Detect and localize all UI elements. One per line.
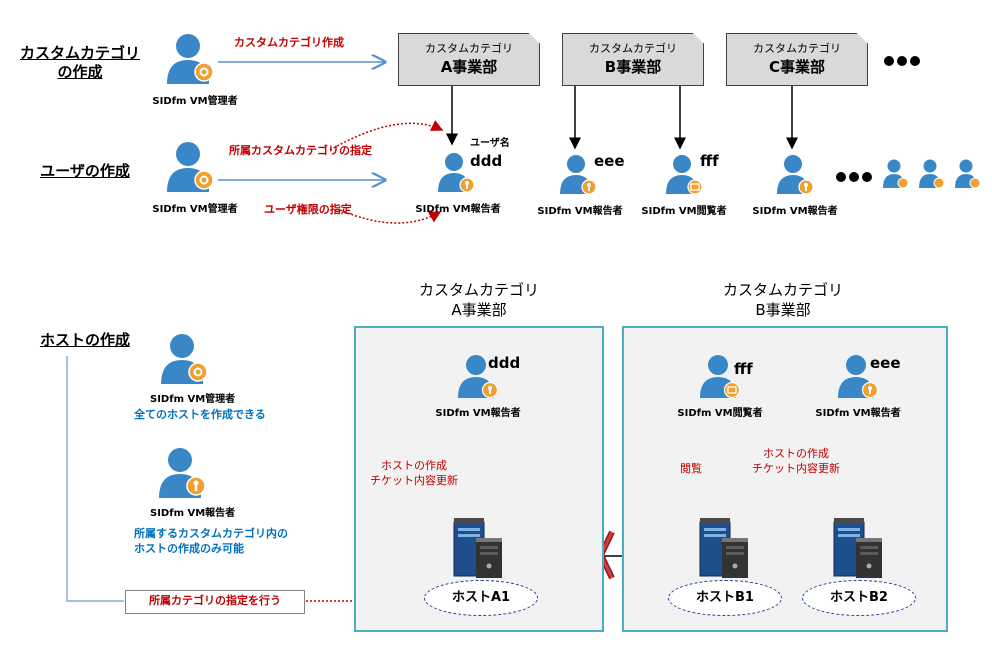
- assign-permission-curve: [339, 209, 442, 224]
- area-b-reporter-role: SIDfm VM報告者: [815, 408, 901, 419]
- admin-user-row2: SIDfm VM管理者: [150, 138, 240, 215]
- create-category-label: カスタムカテゴリ作成: [234, 36, 344, 49]
- admin-role-label: SIDfm VM管理者: [150, 394, 236, 405]
- admin-role-label: SIDfm VM管理者: [152, 96, 238, 107]
- section-title-user: ユーザの作成: [40, 162, 130, 180]
- admin-person-icon: [167, 34, 214, 84]
- section-title-custom-category: カスタムカテゴリ の作成: [19, 44, 140, 81]
- admin-user-row1: SIDfm VM管理者: [150, 30, 240, 107]
- area-a-user: ddd SIDfm VM報告者: [418, 352, 538, 419]
- reporter-role-label: SIDfm VM報告者: [150, 508, 236, 519]
- area-b-viewer: fff SIDfm VM閲覧者: [660, 352, 780, 419]
- user-fff-name: fff: [700, 152, 719, 170]
- area-b-viewer-role: SIDfm VM閲覧者: [677, 408, 763, 419]
- area-b-reporter-action: ホストの作成 チケット内容更新: [752, 447, 840, 475]
- reporter-user-row3: SIDfm VM報告者: [150, 444, 240, 519]
- user-ddd-name: ddd: [470, 152, 503, 170]
- assign-category-note: 所属カテゴリの指定を行う: [125, 590, 305, 614]
- category-a-line1: カスタムカテゴリ: [425, 42, 513, 55]
- admin-capability-note: 全てのホストを作成できる: [134, 408, 266, 421]
- category-box-c: カスタムカテゴリ C事業部: [726, 33, 868, 86]
- category-c-line2: C事業部: [768, 58, 825, 76]
- user-ddd: ddd SIDfm VM報告者: [408, 150, 508, 215]
- category-b-line2: B事業部: [604, 58, 662, 76]
- reporter-person-icon: [159, 448, 206, 498]
- reporter-capability-note: 所属するカスタムカテゴリ内の ホストの作成のみ可能: [134, 527, 288, 555]
- user-ddd-role: SIDfm VM報告者: [415, 204, 501, 215]
- admin-user-row3: SIDfm VM管理者: [150, 330, 240, 405]
- area-a-user-name: ddd: [488, 354, 521, 372]
- viewer-person-icon: [700, 355, 741, 399]
- category-c-line1: カスタムカテゴリ: [753, 42, 841, 55]
- category-a-line2: A事業部: [440, 58, 498, 76]
- host-section-bracket: [66, 356, 124, 602]
- area-a-action: ホストの作成 チケット内容更新: [370, 459, 458, 487]
- area-b-panel: [622, 326, 948, 632]
- reporter-person-icon: [438, 153, 475, 193]
- admin-role-label: SIDfm VM管理者: [152, 204, 238, 215]
- area-b-reporter: eee SIDfm VM報告者: [798, 352, 918, 419]
- reporter-person-icon: [458, 355, 499, 399]
- user-c-role: SIDfm VM報告者: [752, 206, 838, 217]
- viewer-person-icon: [666, 155, 703, 195]
- user-fff: fff SIDfm VM閲覧者: [634, 152, 734, 217]
- user-eee: eee SIDfm VM報告者: [530, 152, 630, 217]
- user-eee-role: SIDfm VM報告者: [537, 206, 623, 217]
- host-b1[interactable]: ホストB1: [668, 580, 782, 616]
- area-b-reporter-name: eee: [870, 354, 901, 372]
- admin-person-icon: [161, 334, 208, 384]
- username-caption: ユーザ名: [470, 138, 510, 149]
- assign-category-label: 所属カスタムカテゴリの指定: [229, 144, 372, 157]
- area-b-viewer-action: 閲覧: [680, 462, 702, 475]
- area-a-title: カスタムカテゴリ A事業部: [418, 281, 539, 319]
- small-person-icons: [883, 159, 981, 189]
- section-title-host: ホストの作成: [39, 331, 130, 349]
- reporter-person-icon: [777, 155, 814, 195]
- area-b-viewer-name: fff: [734, 360, 753, 378]
- reporter-person-icon: [560, 155, 597, 195]
- area-a-user-role: SIDfm VM報告者: [435, 408, 521, 419]
- assign-category-curve: [329, 120, 444, 151]
- category-box-a: カスタムカテゴリ A事業部: [398, 33, 540, 86]
- user-c-reporter: SIDfm VM報告者: [745, 152, 845, 217]
- category-box-b: カスタムカテゴリ B事業部: [562, 33, 704, 86]
- area-b-title: カスタムカテゴリ B事業部: [722, 281, 843, 319]
- category-b-line1: カスタムカテゴリ: [589, 42, 677, 55]
- reporter-person-icon: [838, 355, 879, 399]
- user-eee-name: eee: [594, 152, 625, 170]
- host-a1[interactable]: ホストA1: [424, 580, 538, 616]
- admin-person-icon: [167, 142, 214, 192]
- host-b2[interactable]: ホストB2: [802, 580, 916, 616]
- user-fff-role: SIDfm VM閲覧者: [641, 206, 727, 217]
- assign-permission-label: ユーザ権限の指定: [264, 203, 352, 216]
